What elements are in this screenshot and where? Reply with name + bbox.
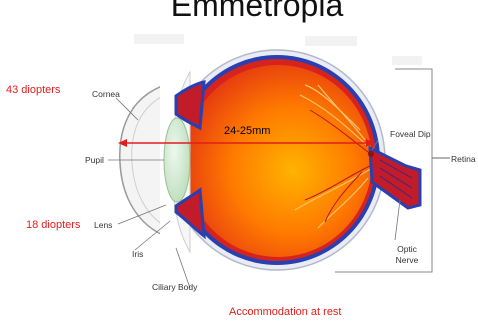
axial-length-label: 24-25mm	[224, 125, 270, 137]
lens-power-annotation: 18 diopters	[26, 219, 80, 231]
foveal-dip-label: Foveal Dip	[390, 129, 424, 140]
placeholder-box	[392, 56, 422, 65]
lens	[164, 118, 190, 202]
pupil-label: Pupil	[85, 155, 104, 165]
placeholder-box	[134, 34, 184, 44]
ciliary-body-label: Ciliary Body	[152, 282, 197, 292]
placeholder-box	[305, 36, 357, 46]
cornea-power-annotation: 43 diopters	[6, 84, 60, 96]
optic-nerve-text: Optic Nerve	[396, 244, 419, 265]
optic-nerve-label: Optic Nerve	[389, 244, 425, 266]
vitreous	[184, 65, 372, 257]
lens-label: Lens	[94, 220, 112, 230]
iris-label: Iris	[132, 249, 143, 259]
caption: Accommodation at rest	[229, 306, 342, 318]
foveal-dip	[368, 151, 374, 157]
foveal-dip-text: Foveal Dip	[390, 129, 431, 139]
cornea-label: Cornea	[92, 89, 120, 99]
retina-label: Retina	[451, 154, 476, 164]
